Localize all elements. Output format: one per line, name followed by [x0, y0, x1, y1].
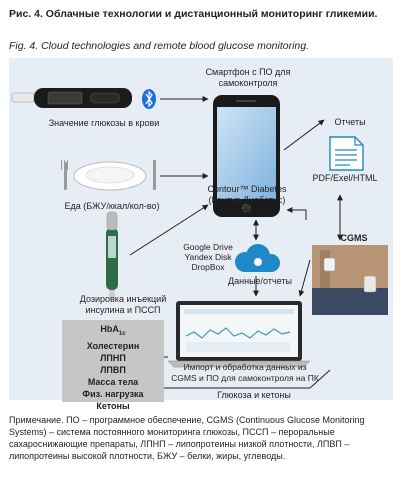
cloud-services-list: Google Drive Yandex Disk DropBox	[176, 242, 240, 272]
param-hdl: ЛПВП	[100, 364, 126, 375]
param-ketones: Кетоны	[96, 400, 130, 411]
glucose-ketones-label: Глюкоза и кетоны	[217, 390, 291, 400]
param-hba1c: HbA1c	[100, 324, 126, 337]
cloud-data-label: Данные/отчеты	[228, 276, 292, 286]
param-activity: Физ. нагрузка	[82, 388, 144, 399]
figure-title: Рис. 4. Облачные технологии и дистанцион…	[9, 8, 378, 20]
parameters-box: HbA1c Холестерин ЛПНП ЛПВП Масса тела Фи…	[62, 320, 164, 411]
param-body-weight: Масса тела	[87, 376, 139, 387]
cgms-label: CGMS	[340, 233, 368, 243]
reports-formats-label: PDF/Exel/HTML	[312, 173, 378, 183]
insulin-label: Дозировка инъекций инсулина и ПССП	[79, 294, 167, 315]
figure-subtitle: Fig. 4. Cloud technologies and remote bl…	[9, 40, 310, 52]
cloud-service-google-drive: Google Drive	[183, 242, 233, 252]
document-icon	[329, 136, 364, 171]
smartphone-label: Смартфон с ПО для самоконтроля	[205, 67, 291, 88]
laptop-icon	[167, 301, 311, 368]
cloud-service-yandex-disk: Yandex Disk	[184, 252, 232, 262]
param-cholesterol: Холестерин	[86, 340, 140, 351]
figure-note: Примечание. ПО – программное обеспечение…	[9, 415, 365, 461]
bluetooth-icon	[142, 89, 156, 109]
smartphone-icon	[213, 95, 280, 217]
glucometer-label: Значение глюкозы в крови	[48, 118, 160, 128]
import-label: Импорт и обработка данных из CGMS и ПО д…	[171, 362, 319, 383]
insulin-pen-icon	[106, 211, 118, 298]
cloud-icon	[235, 244, 280, 272]
glucometer-icon	[11, 88, 132, 108]
reports-label: Отчеты	[334, 117, 366, 127]
cgms-sensor-icon	[312, 245, 388, 315]
plate-icon	[61, 160, 156, 191]
param-ldl: ЛПНП	[100, 352, 126, 363]
connection-arrows	[129, 96, 343, 391]
app-name-label: Contour™ Diabetes (Контур Диабетис) Прил…	[207, 184, 287, 216]
cloud-service-dropbox: DropBox	[191, 262, 225, 272]
food-label: Еда (БЖУ/ккал/кол-во)	[64, 201, 160, 211]
